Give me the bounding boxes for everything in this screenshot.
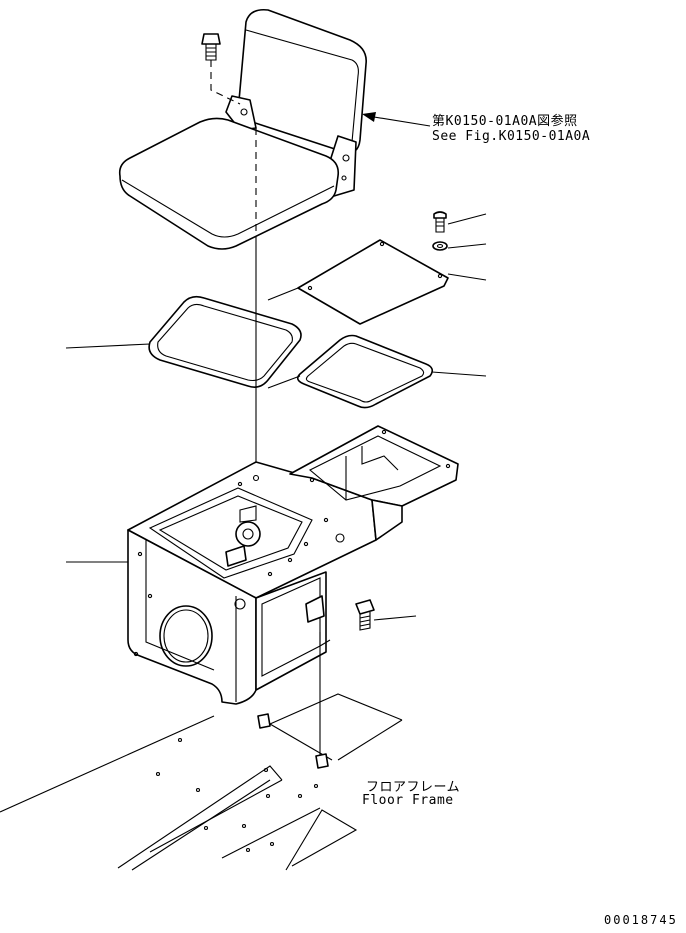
cover-bolt — [433, 211, 447, 233]
seat-reference-jp: 第K0150-01A0A図参照 — [432, 114, 578, 129]
gasket-seal-right — [267, 334, 434, 409]
drawing-number: 00018745 — [604, 913, 678, 927]
washer — [432, 241, 448, 251]
mounting-bolt — [355, 599, 375, 631]
floor-frame — [0, 693, 403, 871]
floor-frame-label-en: Floor Frame — [362, 793, 454, 808]
floor-frame-label-jp: フロアフレーム — [366, 780, 461, 795]
seat-assembly — [118, 8, 367, 250]
cover-plate — [267, 239, 449, 325]
console-box — [127, 461, 377, 705]
seat-reference-en: See Fig.K0150-01A0A — [432, 129, 591, 144]
seat-bolt — [201, 33, 221, 61]
gasket-seal — [148, 295, 302, 388]
rear-frame — [289, 425, 459, 541]
